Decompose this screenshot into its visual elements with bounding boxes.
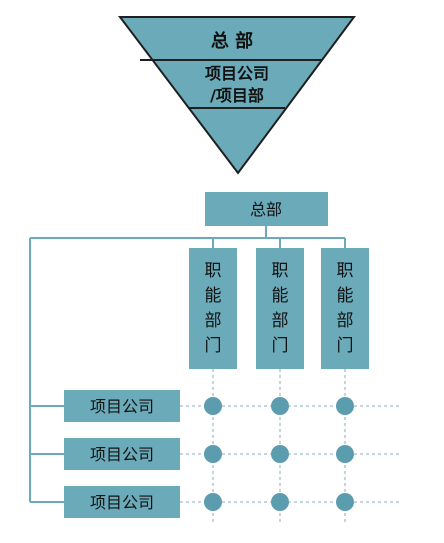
matrix-node bbox=[271, 493, 289, 511]
project-box-rect bbox=[64, 438, 180, 470]
matrix-node bbox=[336, 397, 354, 415]
project-box-3: 项目公司 bbox=[64, 486, 180, 518]
department-box-rect bbox=[189, 248, 237, 369]
matrix-node bbox=[336, 445, 354, 463]
project-label: 项目公司 bbox=[90, 445, 154, 464]
matrix-node bbox=[271, 397, 289, 415]
pyramid-middle-label-line2: /项目部 bbox=[210, 86, 264, 105]
hq-box-rect bbox=[205, 192, 328, 226]
project-label: 项目公司 bbox=[90, 397, 154, 416]
pyramid-middle-label-line1: 项目公司 bbox=[205, 64, 269, 83]
project-box-rect bbox=[64, 390, 180, 422]
matrix-node bbox=[271, 445, 289, 463]
project-box-rect bbox=[64, 486, 180, 518]
matrix-node bbox=[204, 397, 222, 415]
department-box-rect bbox=[321, 248, 369, 369]
department-label: 职能部门 bbox=[205, 261, 222, 356]
hq-label: 总部 bbox=[250, 200, 282, 219]
project-box-2: 项目公司 bbox=[64, 438, 180, 470]
department-label: 职能部门 bbox=[272, 261, 289, 356]
department-box-rect bbox=[256, 248, 304, 369]
department-box-3: 职能部门 bbox=[321, 248, 369, 369]
pyramid-top-label: 总 部 bbox=[211, 30, 253, 52]
matrix-nodes bbox=[204, 397, 354, 511]
inverted-pyramid: 总 部 项目公司 /项目部 bbox=[117, 16, 356, 175]
department-box-2: 职能部门 bbox=[256, 248, 304, 369]
connectors bbox=[29, 226, 346, 503]
matrix-node bbox=[204, 493, 222, 511]
project-box-1: 项目公司 bbox=[64, 390, 180, 422]
department-box-1: 职能部门 bbox=[189, 248, 237, 369]
matrix-node bbox=[204, 445, 222, 463]
pyramid-shape bbox=[117, 16, 356, 175]
matrix-node bbox=[336, 493, 354, 511]
project-label: 项目公司 bbox=[90, 493, 154, 512]
department-label: 职能部门 bbox=[337, 261, 354, 356]
hq-box: 总部 bbox=[205, 192, 328, 226]
